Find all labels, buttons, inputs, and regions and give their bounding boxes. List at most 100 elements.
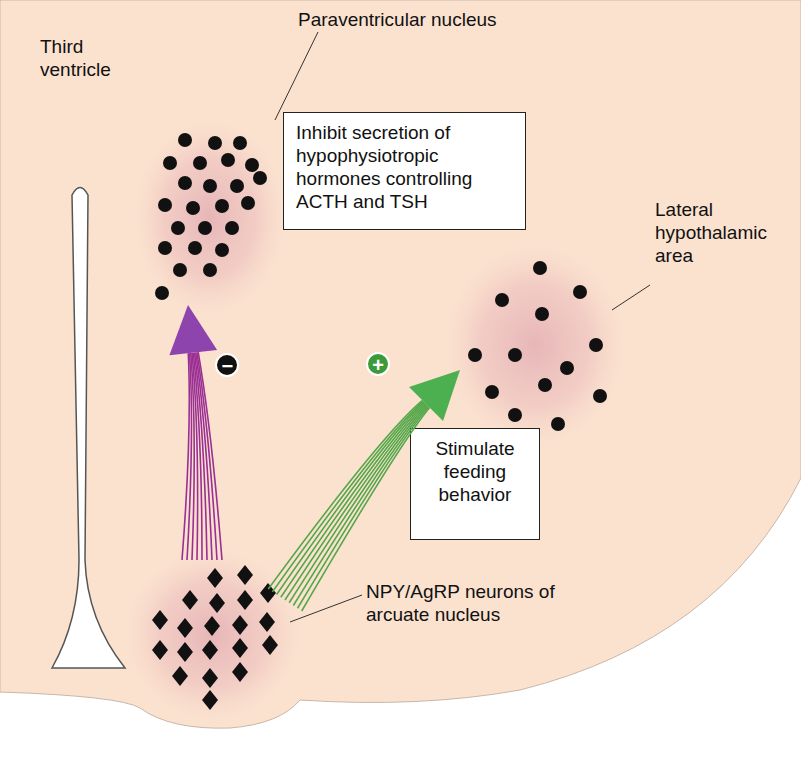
nucleus-cluster: Paraventricular nucleus [150, 130, 270, 305]
neuron-dot [178, 176, 192, 190]
fiber-line [268, 400, 422, 589]
neuron-dot [225, 221, 239, 235]
neuron-dot [171, 221, 185, 235]
fiber-line [194, 353, 207, 560]
neuron-diamond [204, 616, 220, 636]
fiber-line [198, 352, 222, 560]
fiber-line [192, 353, 198, 560]
nucleus-cluster: Lateral hypothalamic area [460, 255, 610, 435]
neuron-diamond [202, 640, 218, 660]
region-label: NPY/AgRP neurons of arcuate nucleus [366, 580, 616, 626]
neuron-diamond [202, 690, 218, 710]
leader-line [290, 595, 362, 622]
neuron-diamond [260, 583, 276, 603]
node-shape [35, 35, 135, 675]
neuron-diamond [202, 668, 218, 688]
neuron-diamond [182, 590, 198, 610]
neuron-dot [178, 133, 192, 147]
neuron-dot [221, 153, 235, 167]
neuron-dot [508, 408, 522, 422]
neuron-dot [533, 261, 547, 275]
neuron-diamond [232, 638, 248, 658]
neuron-diamond [259, 612, 275, 632]
effect-box: Stimulate feeding behavior [410, 428, 540, 540]
projection-arrow [169, 305, 222, 560]
neuron-dot [535, 307, 549, 321]
fiber-line [302, 407, 430, 610]
box-text: Stimulate feeding behavior [423, 437, 527, 506]
neuron-dot [193, 156, 207, 170]
third-ventricle [52, 188, 125, 669]
fiber-line [298, 407, 429, 609]
neuron-dot [508, 348, 522, 362]
leader-line [275, 32, 318, 120]
ventricle-shape: Third ventricle [35, 35, 135, 675]
neuron-dot [538, 378, 552, 392]
neuron-diamond [152, 610, 168, 630]
neuron-dot [589, 338, 603, 352]
neuron-dot [593, 389, 607, 403]
nucleus-glow [132, 116, 288, 319]
neuron-dot [230, 179, 244, 193]
region-label: Lateral hypothalamic area [655, 198, 795, 267]
neuron-diamond [232, 615, 248, 635]
neuron-dot [215, 243, 229, 257]
projection-arrow [268, 370, 460, 611]
neuron-dot [495, 293, 509, 307]
leader-line [612, 285, 650, 310]
neuron-dot [551, 417, 565, 431]
node-shape [150, 130, 270, 305]
fiber-line [293, 406, 427, 606]
neuron-diamond [237, 590, 253, 610]
fiber-line [277, 402, 425, 594]
fiber-line [272, 401, 423, 591]
fiber-line [197, 352, 217, 560]
nucleus-glow [442, 241, 628, 449]
effect-box: Inhibit secretion of hypophysiotropic ho… [283, 112, 526, 230]
fiber-line [191, 353, 194, 560]
neuron-dot [198, 221, 212, 235]
neuron-dot [573, 285, 587, 299]
neuron-diamond [262, 635, 278, 655]
neuron-dot [158, 198, 172, 212]
neuron-dot [485, 385, 499, 399]
fiber-line [187, 353, 192, 560]
neuron-dot [155, 286, 169, 300]
neuron-dot [241, 196, 255, 210]
neuron-diamond [172, 666, 188, 686]
fiber-line [281, 403, 425, 597]
neuron-diamond [177, 642, 193, 662]
fiber-line [182, 353, 189, 560]
neuron-dot [208, 136, 222, 150]
tissue-background [0, 0, 801, 728]
box-text: Inhibit secretion of hypophysiotropic ho… [296, 121, 513, 213]
region-label: Third ventricle [40, 35, 135, 81]
fiber-line [196, 352, 212, 560]
neuron-diamond [232, 662, 248, 682]
sign-badge: − [215, 353, 239, 377]
sign-badge: + [366, 352, 390, 376]
fiber-line [193, 353, 202, 560]
neuron-diamond [152, 640, 168, 660]
nucleus-glow [122, 546, 303, 724]
node-shape [140, 560, 285, 710]
neuron-diamond [209, 593, 225, 613]
neuron-dot [560, 361, 574, 375]
neuron-dot [215, 199, 229, 213]
neuron-dot [203, 179, 217, 193]
fiber-line [285, 404, 426, 600]
neuron-diamond [177, 618, 193, 638]
neuron-diamond [207, 568, 223, 588]
arrow-head [409, 370, 460, 421]
arrow-head [169, 305, 217, 355]
neuron-dot [163, 156, 177, 170]
neuron-diamond [237, 565, 253, 585]
nucleus-cluster: NPY/AgRP neurons of arcuate nucleus [140, 560, 285, 710]
node-shape [460, 255, 610, 435]
neuron-dot [233, 136, 247, 150]
neuron-dot [468, 348, 482, 362]
neuron-dot [173, 263, 187, 277]
fiber-line [289, 405, 427, 603]
neuron-dot [186, 201, 200, 215]
